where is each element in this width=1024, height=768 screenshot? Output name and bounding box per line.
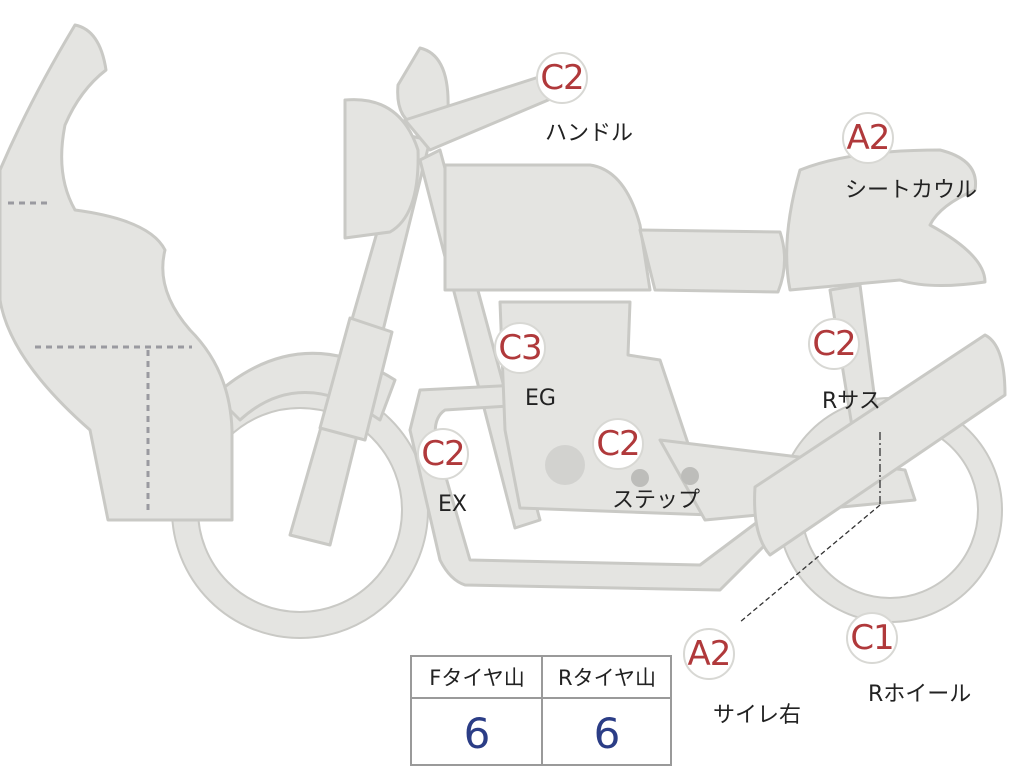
seat-cowl-label: シートカウル — [845, 178, 978, 203]
silencer-grade-badge: A2 — [683, 628, 735, 680]
handle-label: ハンドル — [545, 121, 634, 146]
seat-cowl-grade-badge: A2 — [842, 112, 894, 164]
fuel-tank — [443, 163, 652, 292]
rear-tire-value: 6 — [593, 709, 621, 758]
handle-grade-badge: C2 — [536, 52, 588, 104]
silencer-label: サイレ右 — [713, 703, 802, 728]
seat-cowl — [785, 148, 987, 292]
step-label: ステップ — [612, 488, 701, 513]
engine-label: EG — [525, 386, 556, 411]
rear-wheel-grade-badge: C1 — [846, 612, 898, 664]
step-grade-badge: C2 — [592, 418, 644, 470]
rear-wheel-label: Rホイール — [868, 682, 972, 707]
exhaust-grade-badge: C2 — [417, 428, 469, 480]
engine-grade-badge: C3 — [494, 322, 546, 374]
rear-suspension-grade-badge: C2 — [808, 318, 860, 370]
exhaust-label: EX — [438, 492, 467, 517]
rear-suspension-label: Rサス — [822, 389, 881, 414]
headlight — [343, 98, 420, 240]
seat — [638, 228, 786, 294]
step-peg — [631, 469, 649, 487]
front-cowl — [0, 23, 234, 522]
engine-case — [545, 445, 585, 485]
front-tire-header: Fタイヤ山 — [412, 657, 542, 699]
rear-tire-header: Rタイヤ山 — [542, 657, 672, 699]
table-divider — [541, 657, 543, 764]
tire-tread-table: Fタイヤ山 Rタイヤ山 6 6 — [410, 655, 672, 766]
front-tire-value: 6 — [463, 709, 491, 758]
